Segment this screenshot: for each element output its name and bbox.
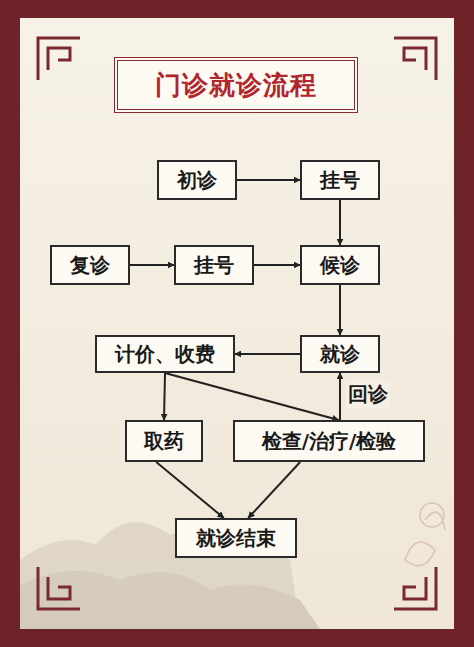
flow-arrow (164, 373, 165, 420)
box-label: 初诊 (177, 168, 217, 192)
process-box: 挂号 (174, 245, 254, 285)
edge-label: 回诊 (346, 381, 390, 408)
flow-arrow (339, 200, 341, 245)
title-frame: 门诊就诊流程 (114, 57, 358, 113)
box-label: 就诊 (320, 342, 360, 366)
box-label: 取药 (144, 429, 184, 453)
process-box: 就诊 (300, 335, 380, 373)
flow-arrow (235, 353, 300, 355)
flow-arrow (130, 264, 174, 266)
title-text: 门诊就诊流程 (155, 68, 317, 103)
process-box: 候诊 (300, 245, 380, 285)
process-box: 复诊 (50, 245, 130, 285)
flow-arrow (156, 462, 224, 518)
process-box: 初诊 (157, 160, 237, 200)
process-box: 计价、收费 (95, 335, 235, 373)
flow-arrow (237, 179, 300, 181)
flow-arrow (248, 462, 300, 518)
box-label: 挂号 (320, 168, 360, 192)
box-label: 复诊 (70, 253, 110, 277)
box-label: 计价、收费 (115, 342, 215, 366)
flow-arrow (254, 264, 300, 266)
box-label: 候诊 (320, 253, 360, 277)
box-label: 挂号 (194, 253, 234, 277)
process-box: 就诊结束 (175, 518, 297, 558)
flow-arrow (339, 285, 341, 335)
process-box: 检查/治疗/检验 (233, 420, 425, 462)
box-label: 检查/治疗/检验 (262, 429, 397, 453)
box-label: 就诊结束 (196, 526, 276, 550)
flow-arrow (165, 373, 339, 420)
process-box: 挂号 (300, 160, 380, 200)
flow-arrow (339, 373, 341, 420)
process-box: 取药 (125, 420, 203, 462)
